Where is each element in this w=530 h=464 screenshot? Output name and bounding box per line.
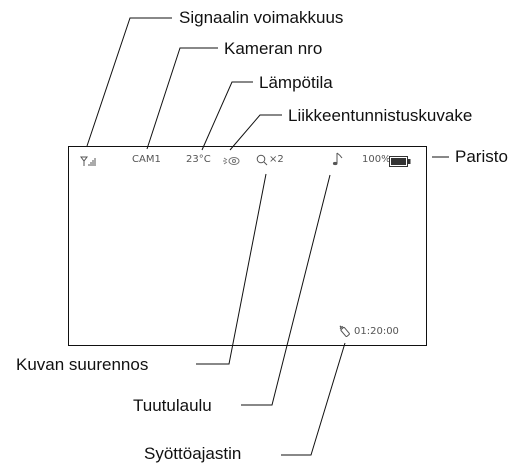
battery-icon [389,154,411,167]
label-battery: Paristo [455,147,508,166]
label-lullaby: Tuutulaulu [133,396,212,415]
camera-number: CAM1 [132,154,161,165]
leader-temperature [201,81,253,151]
label-zoom: Kuvan suurennos [16,355,149,374]
leader-camera [146,47,218,150]
label-signal-strength: Signaalin voimakkuus [179,8,344,27]
magnifier-icon [256,153,268,166]
feeding-bottle-icon [337,324,351,338]
signal-bars-icon [80,154,98,166]
feeding-timer-value: 01:20:00 [354,326,399,337]
label-temperature: Lämpötila [259,73,333,92]
label-motion-icon: Liikkeentunnistuskuvake [288,106,473,125]
zoom-value: ×2 [269,154,284,165]
motion-detection-icon [222,154,242,166]
leader-signal [86,17,172,147]
leader-motion [229,114,282,151]
temperature-value: 23°C [186,154,211,165]
label-feeding-timer: Syöttöajastin [144,444,242,463]
leader-timer [281,342,346,456]
monitor-screen: CAM1 23°C ×2 [68,146,427,346]
battery-percentage: 100% [362,154,391,165]
music-note-icon [332,152,344,166]
label-camera-number: Kameran nro [224,39,323,58]
